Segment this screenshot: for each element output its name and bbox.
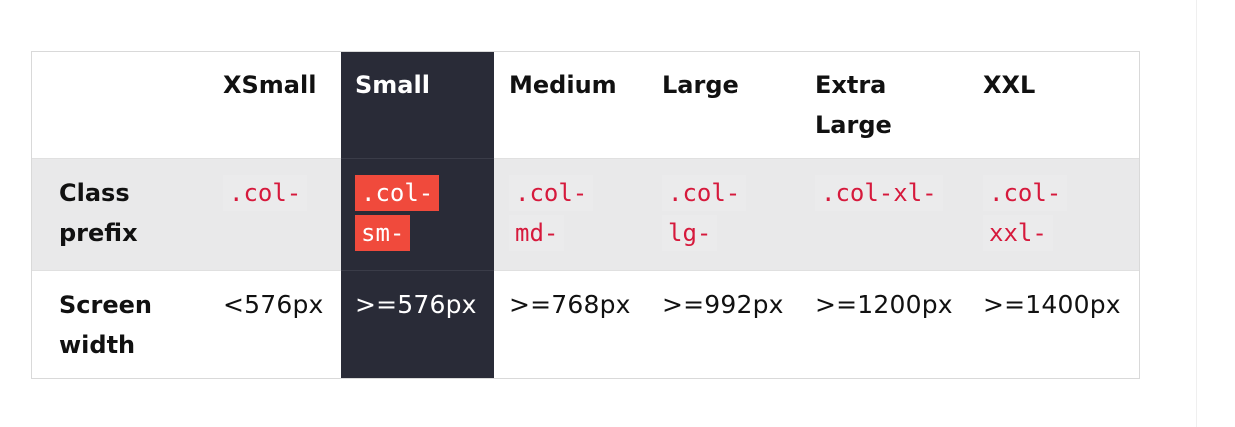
width-small: >=576px: [355, 289, 477, 319]
cell-width-xsmall: <576px: [210, 269, 341, 379]
cell-class-xxl: .col-xxl-: [969, 157, 1140, 270]
breakpoints-table: XSmall Small Medium Large Extra Large XX…: [31, 51, 1140, 379]
code-col-md: .col-md-: [509, 174, 594, 251]
width-xl: >=1200px: [815, 289, 953, 319]
width-medium: >=768px: [509, 289, 631, 319]
scroll-divider: [1196, 0, 1197, 427]
code-col: .col-: [223, 174, 308, 211]
cell-class-medium: .col-md-: [494, 157, 647, 270]
width-xxl: >=1400px: [983, 289, 1121, 319]
table-header-row: XSmall Small Medium Large Extra Large XX…: [31, 51, 1140, 158]
table-row: Class prefix .col- .col-sm- .col-md- .co…: [31, 157, 1140, 270]
row-label-screen-width: Screen width: [31, 269, 210, 379]
header-xxl: XXL: [983, 71, 1036, 99]
cell-class-xsmall: .col-: [210, 157, 341, 270]
cell-width-small: >=576px: [341, 269, 494, 379]
cell-class-small: .col-sm-: [341, 157, 494, 270]
cell-class-xl: .col-xl-: [800, 157, 969, 270]
code-col-xxl: .col-xxl-: [983, 174, 1068, 251]
cell-width-medium: >=768px: [494, 269, 647, 379]
code-col-xl: .col-xl-: [815, 174, 943, 211]
header-extra-large: Extra Large: [815, 71, 892, 139]
width-xsmall: <576px: [223, 289, 324, 319]
row-label-class-prefix: Class prefix: [31, 157, 210, 270]
code-col-lg: .col-lg-: [662, 174, 747, 251]
cell-width-xxl: >=1400px: [969, 269, 1140, 379]
header-xsmall: XSmall: [223, 71, 317, 99]
cell-width-large: >=992px: [647, 269, 800, 379]
header-empty: [31, 51, 210, 158]
cell-width-xl: >=1200px: [800, 269, 969, 379]
code-col-sm: .col-sm-: [355, 174, 440, 251]
header-medium: Medium: [509, 71, 617, 99]
header-large: Large: [662, 71, 739, 99]
header-small: Small: [341, 51, 494, 158]
width-large: >=992px: [662, 289, 784, 319]
cell-class-large: .col-lg-: [647, 157, 800, 270]
table-row: Screen width <576px >=576px >=768px >=99…: [31, 269, 1140, 379]
